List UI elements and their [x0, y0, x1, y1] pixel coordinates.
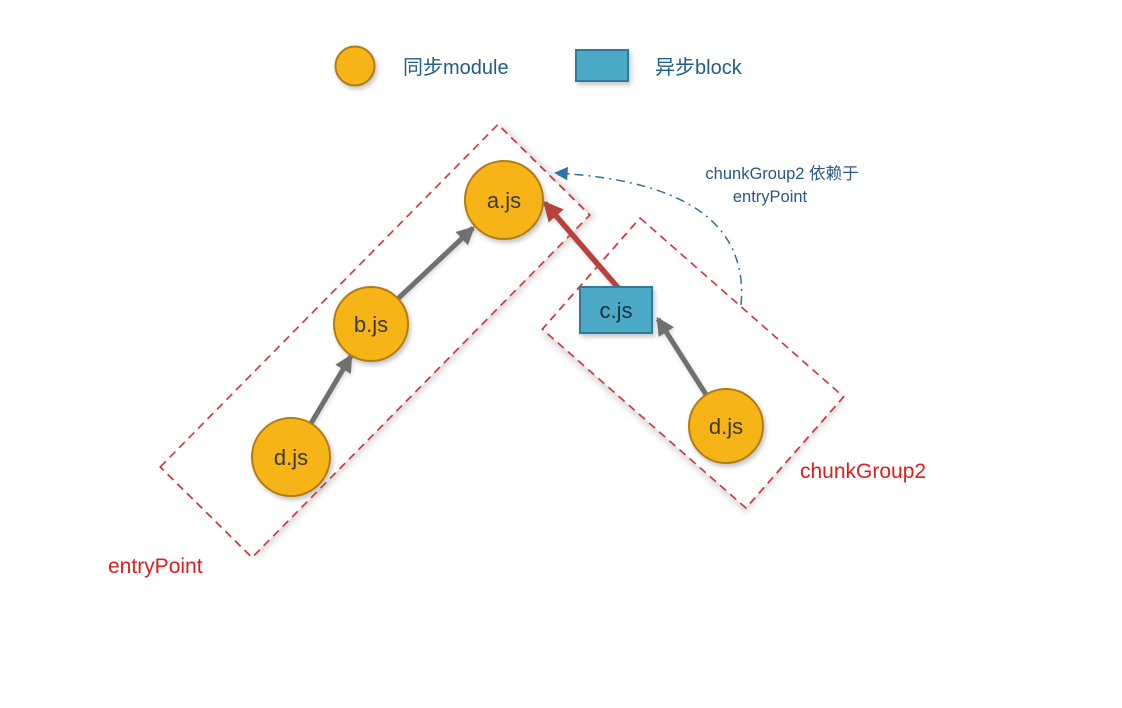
- dependency-annotation-line1: chunkGroup2 依赖于: [705, 164, 858, 183]
- legend-async-block-icon: [575, 49, 629, 82]
- dependency-arc-arrow: [554, 166, 743, 306]
- node-d-chunk: d.js: [688, 388, 764, 464]
- legend-sync-module-icon: [334, 45, 376, 87]
- node-c: c.js: [579, 286, 653, 334]
- legend-sync-module-label: 同步module: [403, 56, 509, 79]
- dependency-annotation-line2: entryPoint: [733, 188, 808, 206]
- node-b: b.js: [333, 286, 409, 362]
- chunk-group2-group-box: [541, 216, 845, 510]
- arrow-c-to-a-async: [542, 200, 623, 292]
- legend: 同步module 异步block: [334, 45, 743, 87]
- node-d-chunk-circle: [688, 388, 764, 464]
- legend-async-block-label: 异步block: [655, 56, 743, 79]
- node-d-chunk-label: d.js: [709, 414, 743, 439]
- entry-point-group-label: entryPoint: [108, 555, 203, 578]
- node-b-label: b.js: [354, 312, 388, 337]
- node-a: a.js: [464, 160, 544, 240]
- node-a-label: a.js: [487, 188, 521, 213]
- node-d-entry-circle: [251, 417, 331, 497]
- dependency-annotation: chunkGroup2 依赖于 entryPoint: [705, 164, 858, 206]
- node-d-entry: d.js: [251, 417, 331, 497]
- node-c-label: c.js: [600, 298, 633, 323]
- node-c-rect: [579, 286, 653, 334]
- node-a-circle: [464, 160, 544, 240]
- chunk-group2-group-label: chunkGroup2: [800, 460, 926, 483]
- node-b-circle: [333, 286, 409, 362]
- node-d-entry-label: d.js: [274, 445, 308, 470]
